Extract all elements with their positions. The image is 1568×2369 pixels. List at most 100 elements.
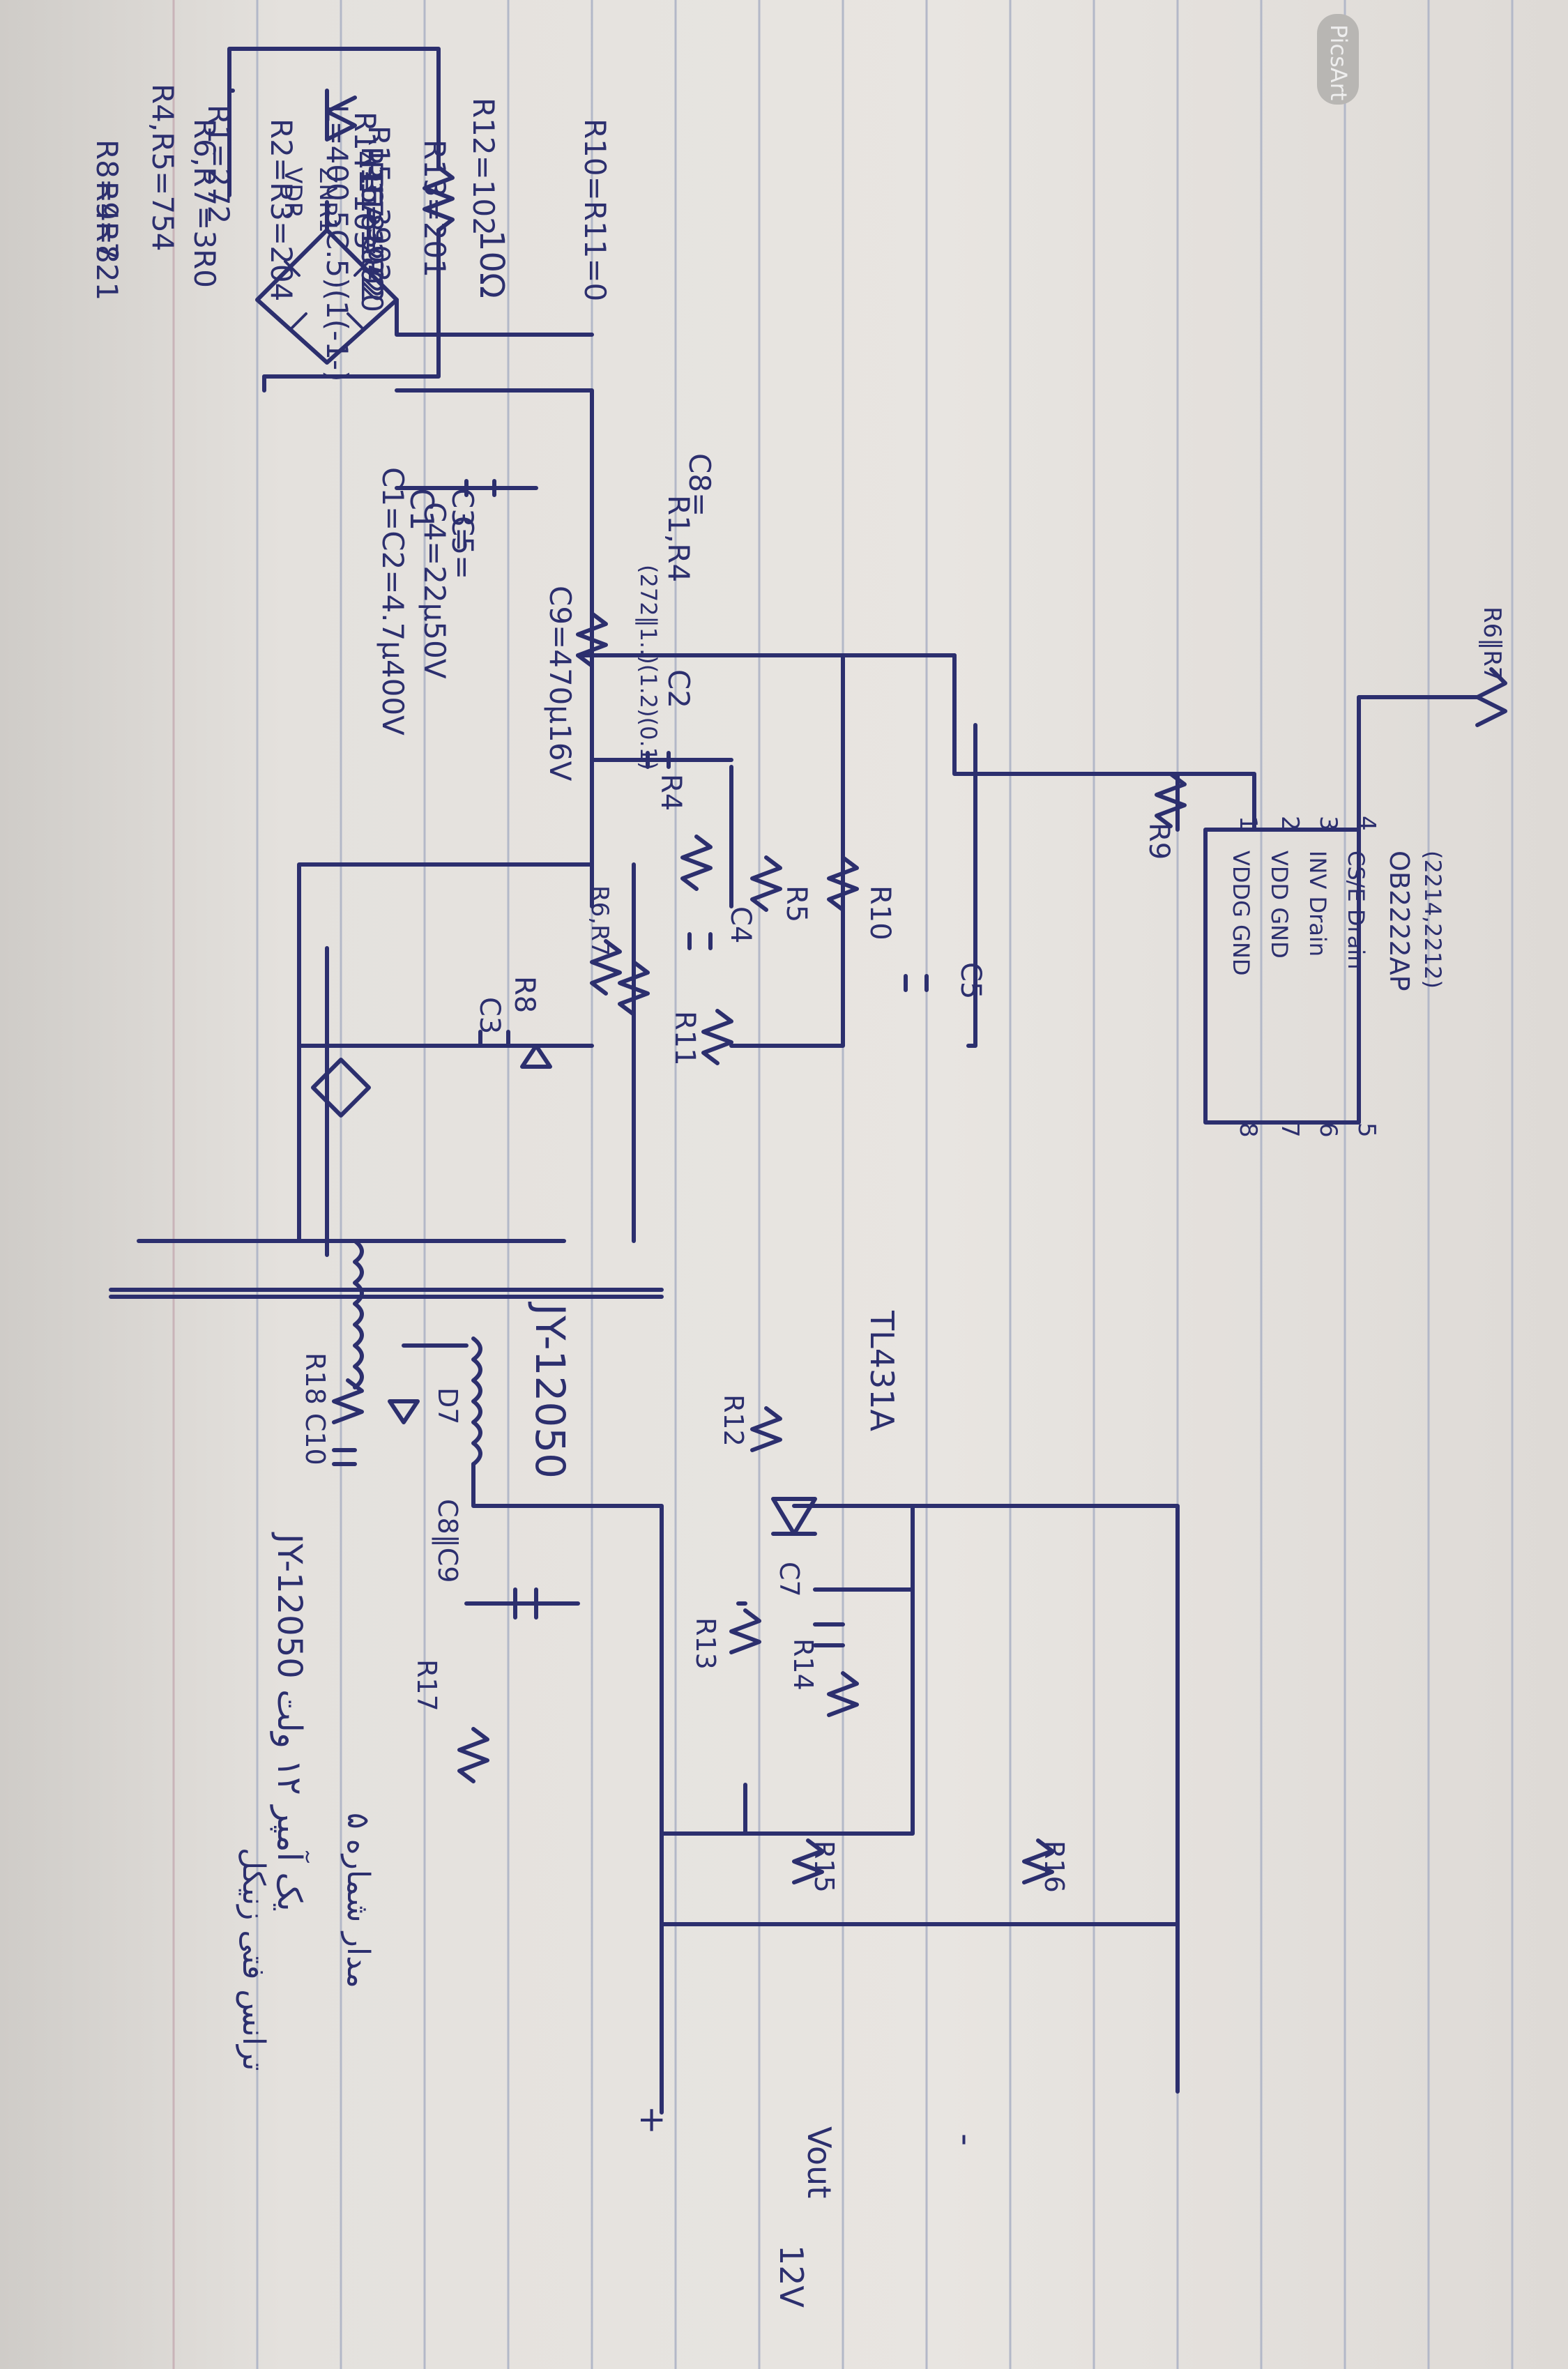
- varistor-label: VDR: [279, 167, 307, 218]
- r18-c10-label: R18 C10: [300, 1353, 330, 1465]
- fuse-label: 10Ω: [472, 230, 511, 298]
- r8-resistor: [618, 960, 650, 1016]
- note-10: R13=201: [418, 139, 452, 277]
- c4-capacitor: [687, 932, 713, 950]
- ic-row-2: VDD GND: [1266, 851, 1293, 959]
- note-15: R18=820: [355, 174, 389, 312]
- component-notes: L=400.5C.5)(1(-1-) R1=272 R2=R3=204 R4,R…: [90, 84, 717, 782]
- secondary-coil: [471, 1336, 482, 1466]
- model-label: JY-12050: [526, 1302, 574, 1479]
- primary-section: R4 R5 R6,R7 C3: [137, 765, 812, 1389]
- r9-resistor: [1155, 772, 1187, 828]
- note-18: C4=22μ50V: [418, 502, 452, 679]
- c8-c9-capacitor: [464, 1587, 580, 1620]
- r17-label: R17: [411, 1659, 442, 1712]
- vout-label: Vout: [800, 2126, 838, 2198]
- note-19: C5=: [446, 516, 480, 579]
- note-16: C1=C2=4.7μ400V: [376, 467, 410, 736]
- c3-capacitor: [478, 1030, 510, 1048]
- c5-capacitor: [904, 974, 929, 992]
- r10-resistor: [827, 855, 859, 912]
- c2-label: C2: [662, 669, 696, 708]
- c7-capacitor: [813, 1622, 845, 1647]
- persian-notes: JY-12050 یک آمپر ۱۲ ولت ترانس فتی زنیکل …: [236, 1532, 376, 2071]
- ic-pin-3: 3: [1314, 816, 1342, 831]
- r5-label: R5: [780, 885, 812, 922]
- note-3: R2=R3=204: [264, 119, 298, 301]
- r12-label: R12: [718, 1394, 749, 1447]
- r16-label: R16: [1039, 1841, 1070, 1893]
- fuse-zigzag: [423, 165, 455, 232]
- r15-resistor: [792, 1838, 824, 1884]
- ic-pin-8: 8: [1234, 1122, 1262, 1138]
- r15-label: R15: [809, 1841, 839, 1893]
- note-1: L=400.5C.5)(1(-1-): [320, 105, 354, 382]
- watermark-text: PicsArt: [1325, 24, 1352, 100]
- rs-label: R6‖R7: [1478, 607, 1506, 682]
- note-11: R14=103: [348, 112, 382, 250]
- r9-label: R9: [1143, 823, 1175, 860]
- ic-body: [1203, 828, 1361, 1125]
- input-section: 10Ω VDR ZNR1 C1 R1,R4 (272‖1..)(1.2)(0.1…: [227, 47, 733, 908]
- note-14: R17=272: [355, 160, 389, 298]
- r14-resistor: [827, 1671, 859, 1717]
- persian-line-3: مدار شماره ۵: [340, 1813, 376, 1988]
- r17-resistor: [457, 1727, 489, 1783]
- c3-label: C3: [473, 997, 505, 1034]
- watermark-badge: PicsArt: [1317, 14, 1359, 105]
- ic-row-4: CS/E Drain: [1343, 851, 1369, 969]
- r16-resistor: [1022, 1838, 1054, 1884]
- d7-label: D7: [432, 1387, 463, 1424]
- note-13: R16=1002: [355, 146, 389, 303]
- aux-diode: [520, 1044, 552, 1069]
- note-12: R15=3902: [362, 125, 396, 282]
- r10-label: R10: [864, 885, 896, 940]
- r11-label: R11: [669, 1011, 701, 1066]
- c4-label: C4: [724, 906, 756, 943]
- note-21: C9=470μ16V: [543, 586, 577, 782]
- c8-c9-label: C8‖C9: [432, 1499, 463, 1583]
- r1-r4-label: R1,R4: [662, 495, 696, 582]
- r13-label: R13: [690, 1617, 721, 1670]
- r4-resistor: [680, 835, 713, 891]
- vout-plus: +: [632, 2105, 673, 2135]
- ic-alt-number: (2214,2212): [1419, 851, 1446, 989]
- ic-part-number: OB2222AP: [1384, 851, 1415, 991]
- persian-line-1: JY-12050 یک آمپر ۱۲ ولت: [270, 1532, 310, 1912]
- r14-label: R14: [788, 1638, 819, 1691]
- snubber-diamond: [311, 1058, 371, 1118]
- note-7: R9=821: [90, 181, 124, 300]
- ic-row-3: INV Drain: [1304, 851, 1331, 957]
- note-9: R12=102: [466, 98, 501, 236]
- d7-diode: [388, 1399, 420, 1424]
- ic-row-1: VDDG GND: [1228, 851, 1254, 976]
- note-5: R6,R7=3R0: [188, 119, 222, 288]
- r12-resistor: [750, 1406, 782, 1452]
- r18-c10: [332, 1378, 364, 1466]
- ic-pin-2: 2: [1276, 816, 1304, 831]
- ic-pin-1: 1: [1234, 816, 1262, 831]
- c2-capacitor: [590, 751, 733, 769]
- r11-resistor: [701, 1009, 733, 1065]
- tl431-symbol: [771, 1497, 817, 1536]
- formula-label: (272‖1..)(1.2)(0.1): [635, 565, 662, 770]
- page-rulings: [172, 0, 1514, 2369]
- c1-capacitor: [395, 479, 538, 497]
- vout-minus: -: [946, 2133, 987, 2146]
- note-6: R8=4R7: [90, 139, 124, 261]
- ic-section: 1 2 3 4 8 7 6 5 VDDG GND VDD GND INV Dra…: [508, 607, 1507, 1243]
- r4-label: R4: [655, 774, 687, 811]
- note-8: R10=R11=0: [578, 119, 612, 301]
- c1-label: C1: [403, 488, 441, 531]
- note-4: R4,R5=754: [146, 84, 180, 252]
- voltage-label: 12V: [772, 2245, 810, 2308]
- c7-label: C7: [774, 1562, 805, 1597]
- ic-pin-5: 5: [1353, 1122, 1380, 1138]
- ic-pin-6: 6: [1314, 1122, 1342, 1138]
- note-2: R1=272: [201, 105, 236, 224]
- persian-line-2: ترانس فتی زنیکل: [236, 1848, 271, 2071]
- r13-resistor: [729, 1608, 761, 1654]
